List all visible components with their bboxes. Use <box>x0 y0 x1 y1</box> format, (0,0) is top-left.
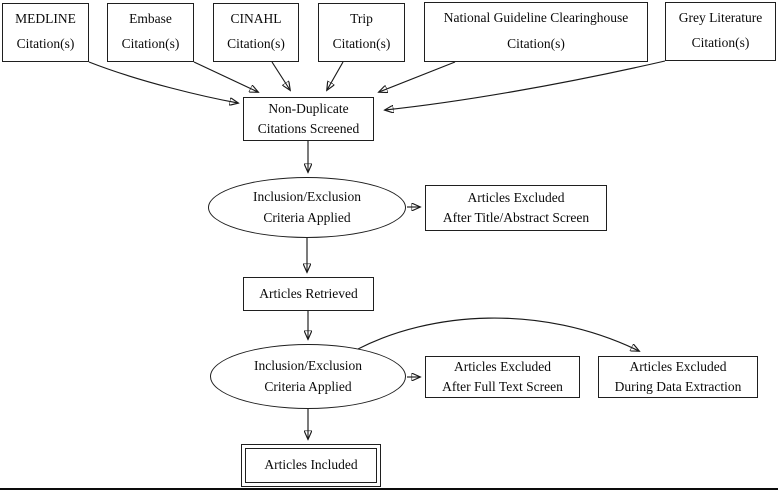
source-name: CINAHL <box>230 11 282 26</box>
excluded-line2: After Full Text Screen <box>442 379 563 394</box>
source-box-grey-literature: Grey Literature Citation(s) <box>665 2 776 61</box>
source-citations-label: Citation(s) <box>227 35 285 51</box>
screened-line1: Non-Duplicate <box>268 100 349 116</box>
source-name: MEDLINE <box>15 11 76 26</box>
included-label: Articles Included <box>264 457 358 473</box>
excluded-line1: Articles Excluded <box>629 358 727 374</box>
excluded-line1: Articles Excluded <box>453 358 552 374</box>
excluded-data-extraction-box: Articles Excluded During Data Extraction <box>598 356 758 398</box>
source-citations-label: Citation(s) <box>691 34 750 50</box>
criteria-ellipse-second: Inclusion/Exclusion Criteria Applied <box>210 344 406 409</box>
arrow-trip-to-screened <box>327 61 344 90</box>
source-box-medline: MEDLINE Citation(s) <box>2 3 89 62</box>
source-box-trip: Trip Citation(s) <box>318 3 405 62</box>
source-box-embase: Embase Citation(s) <box>107 3 194 62</box>
criteria-line2: Criteria Applied <box>263 209 351 225</box>
excluded-line2: After Title/Abstract Screen <box>442 210 590 225</box>
arrow-ngc-to-screened <box>379 61 456 92</box>
arrow-grey-to-screened <box>385 60 666 110</box>
screened-box: Non-Duplicate Citations Screened <box>243 97 374 141</box>
source-citations-label: Citation(s) <box>332 35 391 51</box>
source-box-national-guideline-clearinghouse: National Guideline Clearinghouse Citatio… <box>424 2 648 62</box>
arrow-medline-to-screened <box>88 61 238 103</box>
excluded-full-text-box: Articles Excluded After Full Text Screen <box>425 356 580 398</box>
excluded-line1: Articles Excluded <box>467 189 565 205</box>
excluded-line2: During Data Extraction <box>614 379 742 394</box>
arrow-embase-to-screened <box>193 61 258 92</box>
source-citations-label: Citation(s) <box>16 35 75 51</box>
source-citations-label: Citation(s) <box>121 35 180 51</box>
source-name: National Guideline Clearinghouse <box>443 10 629 25</box>
source-name: Trip <box>350 11 373 26</box>
screened-line2: Citations Screened <box>257 121 360 136</box>
source-name: Grey Literature <box>678 10 763 25</box>
included-box: Articles Included <box>241 444 381 487</box>
arrow-criteria2-to-excluded-data-extraction <box>357 317 639 351</box>
excluded-title-abstract-box: Articles Excluded After Title/Abstract S… <box>425 185 607 231</box>
arrow-cinahl-to-screened <box>271 61 290 90</box>
criteria-ellipse-first: Inclusion/Exclusion Criteria Applied <box>208 177 406 238</box>
included-box-inner-border: Articles Included <box>245 448 377 483</box>
criteria-line1: Inclusion/Exclusion <box>253 189 361 205</box>
source-name: Embase <box>129 11 172 26</box>
retrieved-label: Articles Retrieved <box>259 285 358 301</box>
criteria-line1: Inclusion/Exclusion <box>254 358 362 374</box>
criteria-line2: Criteria Applied <box>264 378 352 394</box>
source-citations-label: Citation(s) <box>507 35 565 51</box>
retrieved-box: Articles Retrieved <box>243 277 374 311</box>
source-box-cinahl: CINAHL Citation(s) <box>213 3 299 62</box>
